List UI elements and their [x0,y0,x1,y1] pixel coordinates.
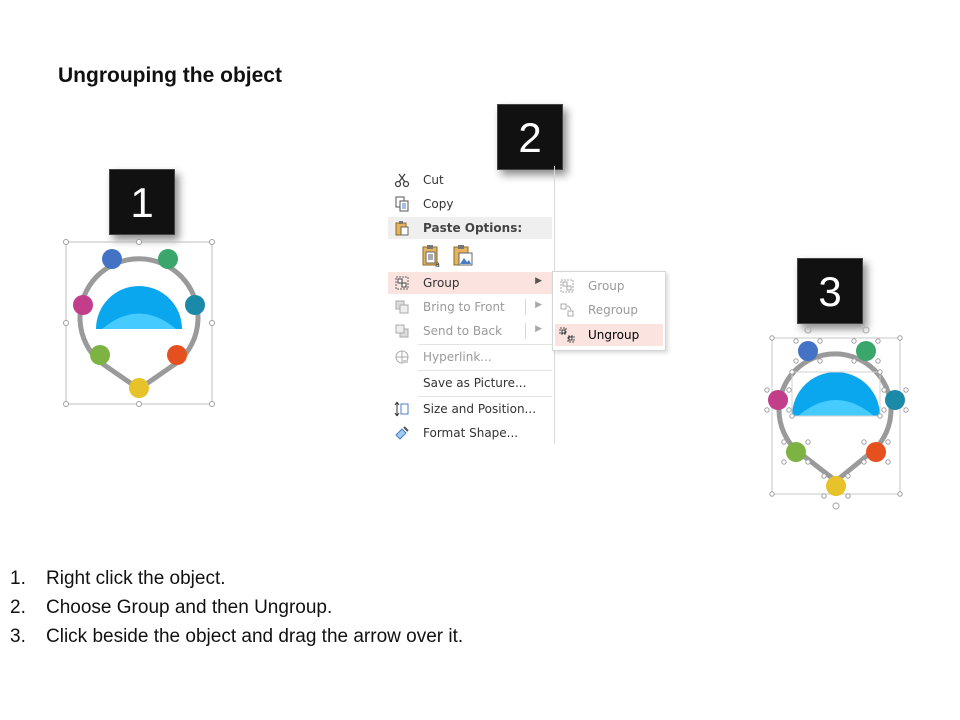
submenu-arrow-icon: ▶ [535,276,542,286]
teardrop-ring [776,351,894,484]
menu-header-label: Paste Options: [423,221,523,235]
group-icon [560,279,574,293]
menu-divider [418,344,552,345]
magenta-dot [73,295,93,315]
menu-header-paste-options: Paste Options: [388,217,552,239]
lime-dot [90,345,110,365]
format-shape-icon [395,426,409,440]
paste-options-row: a [388,242,552,270]
menu-item-label: Hyperlink... [423,350,492,364]
menu-item-label: Size and Position... [423,402,537,416]
copy-icon [395,196,409,212]
ungroup-icon [559,327,575,343]
submenu-item-ungroup[interactable]: Ungroup [555,324,663,346]
step-number: 2. [10,597,26,618]
menu-divider [418,396,552,397]
submenu-arrow-icon: ▶ [535,324,542,334]
blue-dot [102,249,122,269]
dot-shapes [768,341,905,496]
menu-item-label: Bring to Front [423,300,505,314]
menu-item-label: Format Shape... [423,426,519,440]
dome-selection-box [791,371,881,417]
submenu-separator [525,323,526,339]
blue-dome [792,372,880,416]
menu-item-copy[interactable]: Copy [388,193,552,215]
submenu-item-label: Group [588,279,625,293]
context-menu: Cut Copy Paste Options: a Group ▶ Bring … [388,166,555,444]
regroup-icon [560,303,574,317]
menu-item-label: Save as Picture... [423,376,527,390]
menu-item-group[interactable]: Group ▶ [388,272,552,294]
dome-highlight [102,313,176,329]
submenu-item-label: Regroup [588,303,639,317]
group-icon [395,276,409,290]
menu-item-label: Group [423,276,460,290]
scissors-icon [394,173,410,188]
dome-highlight [798,400,874,416]
selection-handles[interactable] [764,335,909,499]
menu-item-label: Cut [423,173,444,187]
teal-dot [185,295,205,315]
menu-item-cut[interactable]: Cut [388,169,552,191]
menu-item-send-to-back[interactable]: Send to Back ▶ [388,320,552,342]
menu-item-bring-to-front[interactable]: Bring to Front ▶ [388,296,552,318]
paste-icon [395,221,409,236]
step-badge-2: 2 [497,104,563,170]
step-number: 1. [10,568,26,589]
svg-text:a: a [435,260,440,268]
hyperlink-icon [395,350,409,364]
paste-keep-text-icon[interactable]: a [421,244,443,268]
rotate-handle-icon[interactable] [804,326,870,510]
menu-item-format-shape[interactable]: Format Shape... [388,422,552,444]
step-text: Choose Group and then Ungroup. [46,597,333,618]
submenu-arrow-icon: ▶ [535,300,542,310]
size-position-icon [394,401,409,417]
submenu-item-group[interactable]: Group [555,275,663,297]
step-badge-1: 1 [109,169,175,235]
send-back-icon [395,324,409,338]
grouped-object[interactable] [60,236,220,411]
step-badge-3: 3 [797,258,863,324]
group-handles[interactable] [63,239,215,407]
submenu-separator [525,299,526,315]
submenu-item-regroup[interactable]: Regroup [555,299,663,321]
page-title: Ungrouping the object [58,64,282,87]
step-text: Click beside the object and drag the arr… [46,626,464,647]
orange-dot [167,345,187,365]
green-dot [158,249,178,269]
teardrop-ring [77,256,201,392]
bring-front-icon [395,300,409,314]
ungrouped-object[interactable] [764,316,920,512]
submenu-item-label: Ungroup [588,328,640,342]
menu-item-label: Copy [423,197,454,211]
step-number: 3. [10,626,26,647]
paste-picture-icon[interactable] [452,244,474,268]
blue-dome [96,286,182,329]
menu-item-size-and-position[interactable]: Size and Position... [388,398,552,420]
step-text: Right click the object. [46,568,226,589]
menu-item-hyperlink[interactable]: Hyperlink... [388,346,552,368]
group-submenu: Group Regroup Ungroup [552,271,666,351]
menu-divider [418,370,552,371]
menu-item-save-as-picture[interactable]: Save as Picture... [388,372,552,394]
menu-item-label: Send to Back [423,324,503,338]
yellow-dot [129,378,149,398]
